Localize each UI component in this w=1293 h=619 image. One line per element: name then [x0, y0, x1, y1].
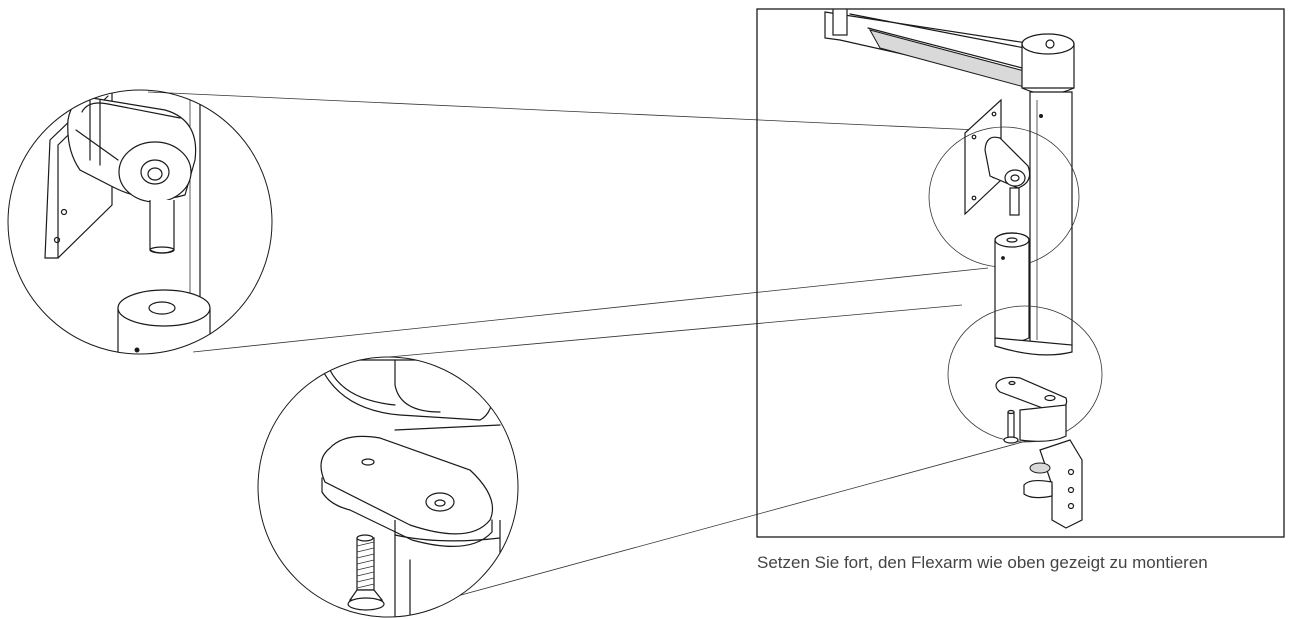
instruction-caption: Setzen Sie fort, den Flexarm wie oben ge… [757, 553, 1208, 572]
overview-frame [756, 8, 1285, 538]
callout-lines [147, 91, 1031, 599]
monitor-arm-assembly-overview [824, 9, 1103, 529]
vesa-plate-pivot-detail [7, 89, 273, 355]
screw-and-clamp-plate-detail [257, 356, 519, 618]
